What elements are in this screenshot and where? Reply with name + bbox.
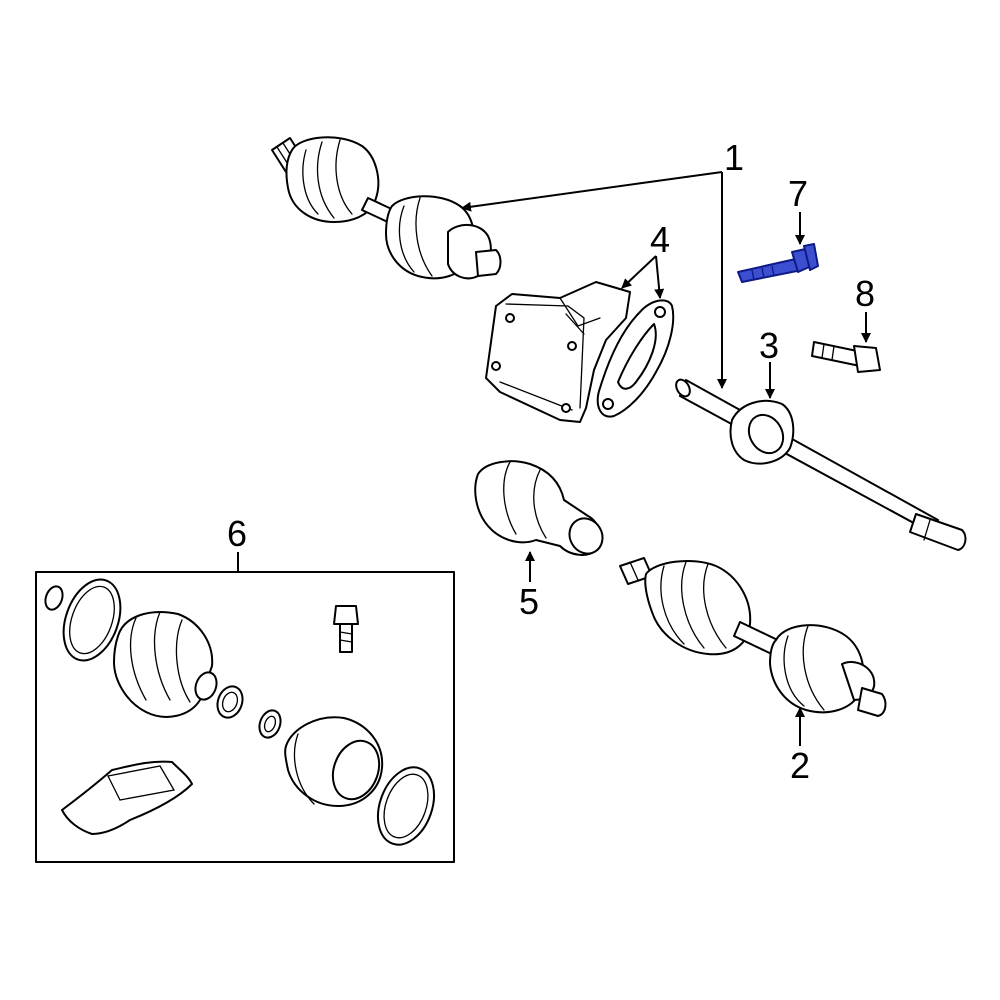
part-2-lower-axle-shaft[interactable] xyxy=(619,557,887,717)
callout-8: 8 xyxy=(855,273,875,314)
callout-3: 3 xyxy=(759,325,779,366)
part-1-upper-axle-shaft[interactable] xyxy=(271,136,502,280)
part-4-bearing-cap[interactable] xyxy=(596,299,675,418)
callout-4: 4 xyxy=(650,219,670,260)
callout-6: 6 xyxy=(227,513,247,554)
part-6-cv-joint-kit[interactable] xyxy=(35,571,455,863)
part-7-bolt[interactable] xyxy=(737,243,819,283)
leader-lines xyxy=(237,171,871,746)
part-5-sleeve[interactable] xyxy=(474,460,609,559)
callout-2: 2 xyxy=(790,745,810,786)
part-4-bearing-bracket[interactable] xyxy=(485,281,631,423)
part-8-bolt[interactable] xyxy=(811,341,881,373)
part-3-intermediate-shaft[interactable] xyxy=(673,377,967,551)
callout-1: 1 xyxy=(724,137,744,178)
callout-7: 7 xyxy=(788,173,808,214)
callout-5: 5 xyxy=(519,581,539,622)
